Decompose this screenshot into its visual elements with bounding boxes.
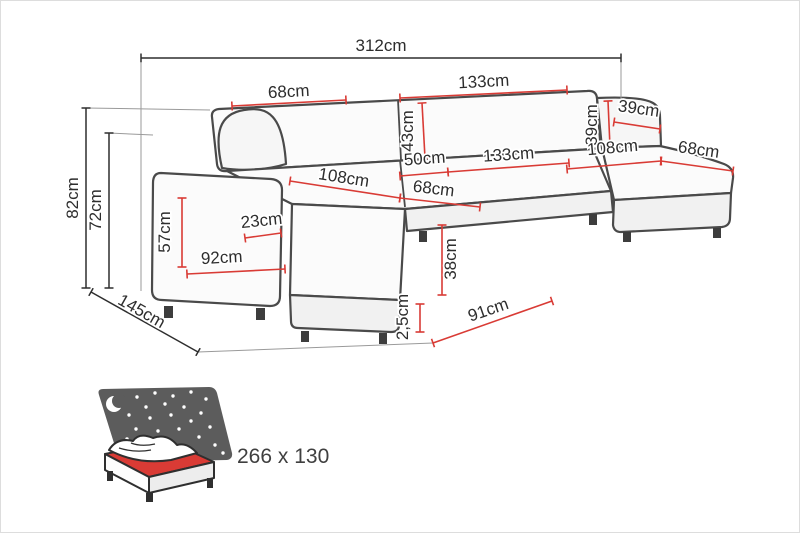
label-total-width: 312cm [355, 36, 406, 55]
dimension-line-seat-depth [398, 167, 450, 181]
label-left-arm-height: 57cm [155, 211, 174, 253]
sofa-foot [419, 231, 427, 242]
bed-icon [98, 387, 233, 502]
bedding-fold [130, 442, 156, 446]
label-seat-section-right: 133cm [483, 143, 535, 166]
sofa-base-front [403, 189, 615, 233]
label-front-depth: 91cm [465, 294, 510, 326]
label-inner-height: 72cm [86, 189, 105, 231]
dimension-line-back-right [398, 85, 569, 103]
frame-dimension-lines [81, 53, 622, 357]
sofa-foot [256, 308, 265, 320]
bedding-fold [118, 447, 152, 452]
sofa-left-chaise-front [288, 293, 402, 334]
dimension-line-back-left [230, 95, 348, 111]
moon-icon [106, 394, 126, 412]
sofa-right-chaise-front [611, 191, 733, 234]
dimension-line-right-chaise-width [659, 156, 735, 176]
sofa-foot [713, 228, 721, 238]
dimension-line-backrest-height [417, 101, 430, 160]
red-dimension-lines [177, 85, 735, 348]
sofa-foot [623, 232, 631, 242]
label-leg-height: 2,5cm [393, 294, 412, 340]
label-back-section-left: 68cm [267, 81, 310, 102]
dimension-line-right-arm-height [603, 100, 615, 148]
dimension-line-right-chaise-length [565, 156, 663, 174]
backrest-cushion-seam [397, 99, 402, 161]
dimension-line-left-seat-length [288, 176, 402, 203]
label-left-chaise-depth: 92cm [200, 247, 243, 268]
dimension-line-left-chaise-depth [185, 264, 287, 279]
bed-foot [107, 471, 113, 481]
label-seat-depth: 50cm [403, 148, 446, 170]
dimension-line-mid-seat-width [398, 193, 482, 212]
dimension-line-right-arm-width [612, 117, 662, 134]
label-total-height: 82cm [63, 177, 82, 219]
sofa-foot [301, 331, 309, 342]
label-right-arm-height: 39cm [582, 104, 601, 146]
dimension-line-front-depth [430, 296, 555, 348]
label-seat-height: 38cm [441, 238, 460, 280]
dimension-line-left-arm-width [243, 228, 283, 243]
sofa-foot [379, 333, 387, 344]
extension-lines [85, 63, 622, 353]
bed-foot [146, 493, 153, 502]
bedding [108, 434, 198, 463]
sofa-foot [589, 214, 597, 225]
label-mid-seat-width: 68cm [412, 177, 456, 201]
label-right-chaise-length: 108cm [586, 136, 638, 159]
sofa-drawing [150, 89, 735, 344]
dimension-line-side-depth [88, 287, 201, 357]
sleeping-area-label: 266 x 130 [237, 445, 329, 468]
bed-base-right [148, 461, 215, 494]
sofa-left-chaise [288, 202, 407, 302]
bed-foot [207, 478, 213, 488]
dimension-line-seat-right [446, 158, 571, 177]
label-backrest-height: 43cm [398, 110, 417, 152]
label-back-section-right: 133cm [458, 71, 510, 93]
